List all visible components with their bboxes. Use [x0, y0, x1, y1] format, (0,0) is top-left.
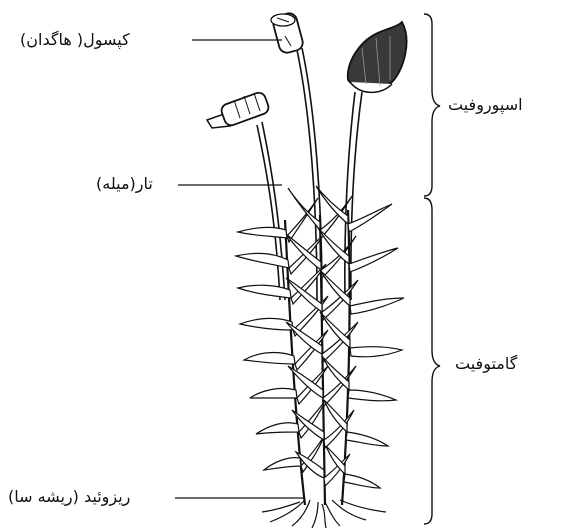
capsule-left	[207, 91, 270, 128]
capsule-label: کپسول( هاگدان)	[20, 32, 130, 48]
capsule-middle	[271, 12, 305, 55]
rhizoid-label: ریزوئید (ریشه سا)	[8, 489, 130, 505]
capsule-right	[348, 22, 407, 92]
seta-left	[262, 122, 285, 300]
gametophyte-bracket	[424, 198, 440, 524]
seta-label: تار(میله)	[96, 176, 153, 192]
gametophyte-label: گامتوفیت	[455, 356, 517, 372]
sporophyte-label: اسپوروفیت	[448, 97, 523, 113]
brackets	[424, 14, 440, 524]
sporophyte-bracket	[424, 14, 440, 196]
